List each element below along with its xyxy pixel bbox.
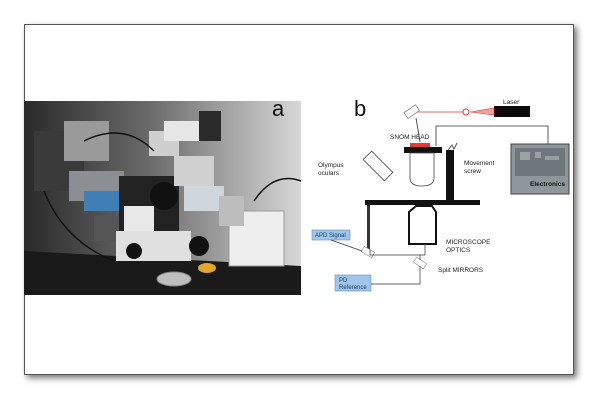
electronics-label: Electronics <box>530 181 565 188</box>
laser-label: Laser <box>503 99 520 106</box>
panel-a-letter: a <box>272 96 285 121</box>
snom-head-body <box>409 152 435 187</box>
pd-label: PD <box>339 278 348 284</box>
ocular-eyepiece <box>362 150 394 182</box>
focus-lens <box>462 108 470 116</box>
movement-label: Movement <box>464 160 495 167</box>
pd-reference-box <box>334 274 372 292</box>
panel-b-letter: b <box>354 96 367 121</box>
screw-spring <box>447 142 458 151</box>
split-mirrors-label: Split MIRRORS <box>438 267 484 274</box>
microscope-optics-box <box>408 205 437 245</box>
stage-left-post <box>367 205 370 250</box>
oculars-label: oculars <box>318 170 340 177</box>
snom-head-red <box>410 143 430 147</box>
electronics-box <box>510 143 570 195</box>
split-mirror <box>412 256 428 270</box>
laser-beam <box>469 107 495 116</box>
control-cable <box>435 125 549 146</box>
pd-cable <box>371 266 421 285</box>
microscope-label: MICROSCOPE <box>446 239 491 246</box>
reference-label: Reference <box>339 285 367 291</box>
microscope-photo <box>24 101 301 295</box>
snom-head-label: SNOM HEAD <box>390 134 430 141</box>
fiber-line <box>415 117 421 143</box>
screw-label: screw <box>464 168 481 175</box>
apd-cable <box>330 239 363 252</box>
snom-head-top <box>404 147 442 153</box>
apd-signal-label: APD Signal <box>315 233 346 239</box>
beam-path-lower <box>369 244 426 256</box>
fiber-coupler <box>403 104 420 119</box>
microscope-stage <box>365 200 480 205</box>
screw-post <box>446 150 454 200</box>
setup-diagram: Laser SNOM HEAD Movement screw Olympus o… <box>300 90 570 310</box>
optics-label: OPTICS <box>446 247 471 254</box>
olympus-label: Olympus <box>318 162 344 169</box>
laser-box <box>494 106 530 117</box>
